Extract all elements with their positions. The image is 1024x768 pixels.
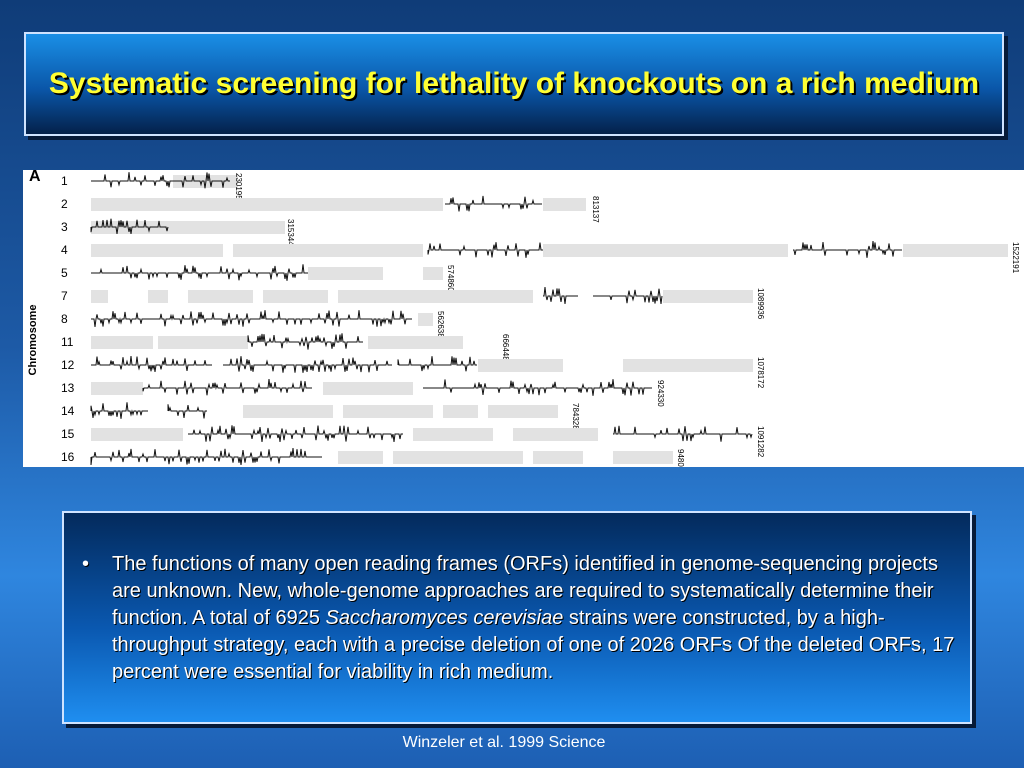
chromosome-region: [323, 382, 413, 395]
chromosome-region: [91, 244, 223, 257]
chromosome-region: [91, 290, 108, 303]
y-axis-label: Chromosome: [27, 305, 39, 376]
summary-box: • The functions of many open reading fra…: [62, 511, 972, 724]
chromosome-length-label: 1522191: [1011, 242, 1020, 274]
chromosome-region: [613, 451, 673, 464]
fitness-trace: [90, 218, 169, 235]
chromosome-length-label: 1091282: [756, 426, 765, 458]
chromosome-length-label: 562638: [436, 311, 445, 338]
fitness-trace: [91, 172, 230, 189]
chromosome-region: [338, 290, 533, 303]
chromosome-map: A Chromosome 1 230195 2 813137 3 315344 4 15221…: [27, 170, 1020, 467]
chromosome-label: 5: [61, 266, 68, 280]
chromosome-region: [543, 244, 788, 257]
summary-bullet: • The functions of many open reading fra…: [72, 551, 957, 686]
chromosome-region: [393, 451, 523, 464]
chromosome-length-label: 315344: [286, 219, 295, 246]
chromosome-length-label: 813137: [591, 196, 600, 223]
fitness-trace: [90, 402, 148, 419]
fitness-trace: [91, 356, 212, 372]
bullet-text-end: strains were constructed, by a high-thro…: [112, 607, 955, 683]
fitness-trace: [188, 425, 403, 443]
chromosome-region: [91, 221, 285, 234]
fitness-trace: [167, 404, 207, 419]
chromosome-length-label: 574860: [446, 265, 455, 292]
fitness-trace: [397, 356, 477, 372]
chromosome-region: [903, 244, 1008, 257]
bullet-text-start: The functions of many open reading frame…: [112, 553, 938, 629]
slide-title: Systematic screening for lethality of kn…: [48, 67, 980, 100]
title-box: Systematic screening for lethality of kn…: [24, 32, 1004, 136]
bullet-marker: •: [82, 553, 90, 575]
panel-label: A: [29, 170, 41, 185]
chromosome-label: 12: [61, 358, 75, 372]
chromosome-length-label: 924330: [656, 380, 665, 407]
fitness-trace: [543, 287, 578, 305]
chromosome-label: 2: [61, 197, 68, 211]
chromosome-region: [91, 336, 153, 349]
fitness-trace: [142, 379, 312, 396]
chromosome-region: [513, 428, 598, 441]
fitness-trace: [423, 379, 652, 396]
chromosome-region: [343, 405, 433, 418]
chromosome-region: [243, 405, 333, 418]
fitness-trace: [90, 448, 322, 466]
fitness-trace: [613, 425, 753, 442]
chromosome-region: [443, 405, 478, 418]
chromosome-label: 8: [61, 312, 68, 326]
chromosome-length-label: 948061: [676, 449, 685, 467]
chromosome-label: 16: [61, 450, 75, 464]
fitness-trace: [593, 288, 663, 304]
chromosome-region: [368, 336, 463, 349]
chromosome-length-label: 1078172: [756, 357, 765, 389]
bullet-text: The functions of many open reading frame…: [112, 551, 957, 686]
chromosome-region: [418, 313, 433, 326]
chromosome-region: [663, 290, 753, 303]
chromosome-length-label: 230195: [234, 173, 243, 200]
chromosome-length-label: 784328: [571, 403, 580, 430]
chromosome-label: 14: [61, 404, 75, 418]
chromosome-region: [91, 382, 143, 395]
chromosome-length-label: 1089936: [756, 288, 765, 320]
chromosome-region: [158, 336, 248, 349]
chromosome-region: [623, 359, 753, 372]
chromosome-label: 7: [61, 289, 68, 303]
fitness-trace: [91, 264, 308, 281]
chromosome-label: 1: [61, 174, 68, 188]
chromosome-region: [533, 451, 583, 464]
chromosome-region: [91, 428, 183, 441]
chromosome-region: [263, 290, 328, 303]
fitness-trace: [91, 310, 412, 327]
chromosome-region: [338, 451, 383, 464]
chromosome-region: [188, 290, 253, 303]
chromosome-label: 13: [61, 381, 75, 395]
fitness-trace: [793, 240, 902, 258]
chromosome-region: [233, 244, 423, 257]
fitness-trace: [247, 333, 363, 350]
chromosome-label: 4: [61, 243, 68, 257]
chromosome-region: [543, 198, 586, 211]
chromosome-label: 3: [61, 220, 68, 234]
species-name: Saccharomyces cerevisiae: [325, 607, 564, 629]
chromosome-region: [488, 405, 558, 418]
chromosome-region: [423, 267, 443, 280]
fitness-trace: [223, 356, 392, 373]
chromosome-region: [148, 290, 168, 303]
chromosome-region: [413, 428, 493, 441]
chromosome-region: [308, 267, 383, 280]
chromosome-region: [91, 198, 443, 211]
citation: Winzeler et al. 1999 Science: [402, 734, 606, 751]
chromosome-label: 11: [61, 335, 74, 349]
chromosome-label: 15: [61, 427, 75, 441]
chromosome-figure: A Chromosome 1 230195 2 813137 3 315344 4 15221…: [23, 170, 1024, 467]
fitness-trace: [427, 242, 543, 258]
fitness-trace: [445, 195, 542, 212]
chromosome-length-label: 666448: [501, 334, 510, 361]
chromosome-region: [478, 359, 563, 372]
